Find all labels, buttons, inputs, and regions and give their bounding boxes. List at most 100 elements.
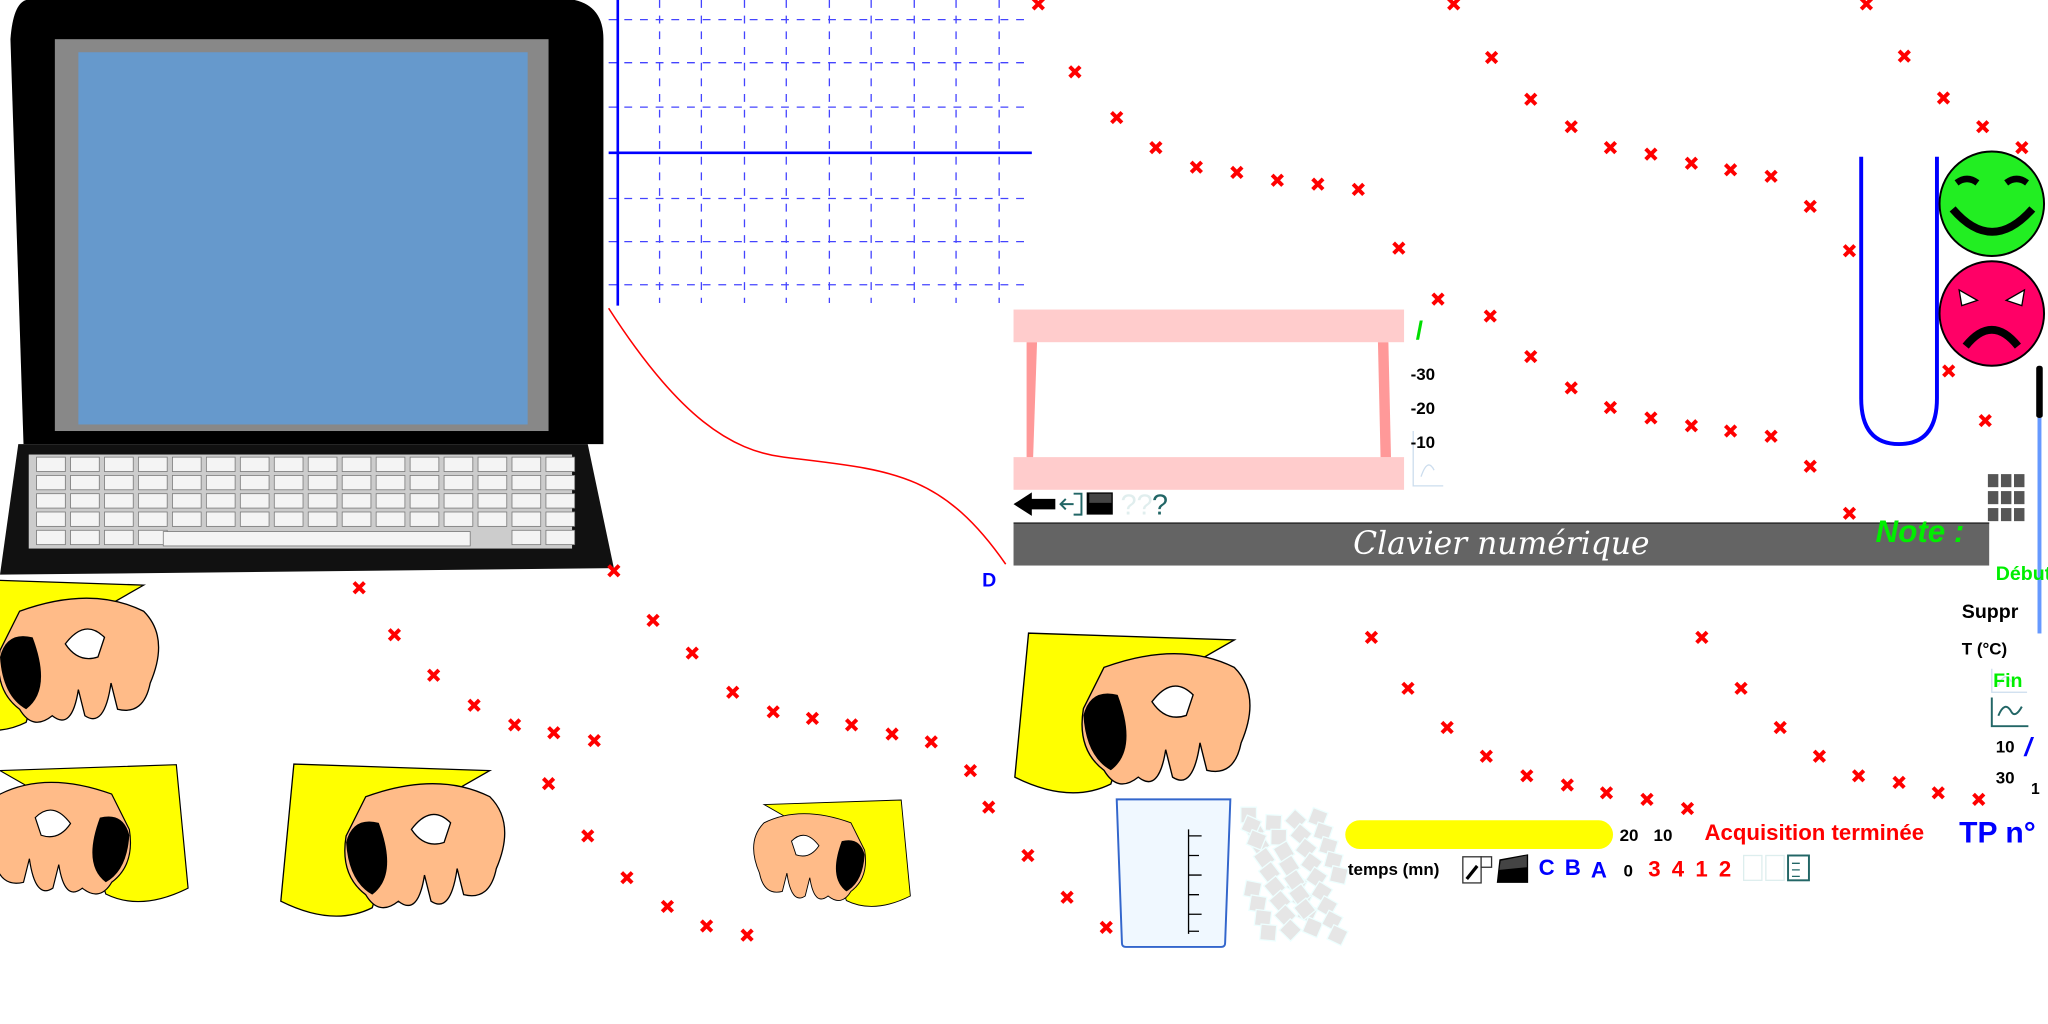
data-marker xyxy=(467,698,481,712)
hand xyxy=(0,764,189,903)
key xyxy=(273,475,304,491)
help-button[interactable]: ? xyxy=(1151,488,1168,522)
key xyxy=(205,511,236,527)
key xyxy=(375,493,406,509)
key xyxy=(409,456,440,472)
hand xyxy=(0,579,160,731)
data-marker xyxy=(352,581,366,595)
numeric-keyboard-bar[interactable]: Clavier numérique xyxy=(1013,522,1990,566)
sugar-cube xyxy=(1326,923,1349,947)
data-marker xyxy=(885,727,899,741)
data-marker xyxy=(1603,400,1618,415)
key xyxy=(511,493,542,509)
data-marker xyxy=(1680,801,1695,816)
key xyxy=(70,456,100,472)
key xyxy=(172,456,202,472)
graph-icon[interactable] xyxy=(1990,697,2029,728)
data-marker xyxy=(1431,292,1445,306)
sugar-cube xyxy=(1264,813,1283,832)
data-marker xyxy=(1773,720,1787,735)
number-2-button[interactable]: 2 xyxy=(1718,856,1732,882)
debut-button[interactable]: Début xyxy=(1995,562,2048,586)
data-marker xyxy=(740,928,754,942)
data-marker xyxy=(685,646,699,660)
data-marker xyxy=(1734,681,1748,695)
key xyxy=(477,475,508,491)
sugar-cube xyxy=(1323,850,1344,872)
number-3-button[interactable]: 3 xyxy=(1648,856,1661,882)
fin-button[interactable]: Fin xyxy=(1993,670,2023,693)
data-marker xyxy=(1110,110,1124,125)
key xyxy=(205,456,236,472)
sugar-cube xyxy=(1306,806,1329,829)
back-arrow-icon[interactable] xyxy=(1013,492,1056,516)
key xyxy=(239,493,270,509)
letter-c-button[interactable]: C xyxy=(1538,855,1555,881)
key xyxy=(138,511,168,527)
eraser-button-icon[interactable] xyxy=(1496,854,1529,883)
value-30: 30 xyxy=(1995,767,2015,788)
key xyxy=(443,475,474,491)
data-marker xyxy=(1520,769,1534,783)
key xyxy=(409,475,440,491)
scale-label: -20 xyxy=(1410,398,1436,418)
time-label: temps (mn) xyxy=(1347,859,1440,880)
data-marker xyxy=(1764,429,1778,443)
data-marker xyxy=(1564,381,1578,395)
hands-illustration xyxy=(0,579,1251,917)
number-4-button[interactable]: 4 xyxy=(1671,856,1685,882)
sugar-cube xyxy=(1317,835,1339,857)
data-marker xyxy=(1842,506,1857,520)
key xyxy=(545,529,576,546)
letter-b-button[interactable]: B xyxy=(1564,855,1581,881)
pencil-dropdown-icon[interactable] xyxy=(1462,856,1493,884)
happy-face-icon[interactable] xyxy=(1938,150,2046,257)
sugar-cube xyxy=(1278,917,1303,942)
key xyxy=(205,475,236,491)
data-marker xyxy=(1401,681,1415,695)
pink-frame xyxy=(1013,309,1405,490)
data-marker xyxy=(646,613,660,628)
help-faded[interactable]: ?? xyxy=(1120,488,1153,522)
zero-button[interactable]: 0 xyxy=(1623,860,1633,881)
key xyxy=(104,511,134,527)
data-marker xyxy=(924,735,938,749)
spacebar xyxy=(162,531,471,547)
eraser-icon[interactable] xyxy=(1086,492,1113,515)
key xyxy=(205,493,236,509)
exit-icon[interactable] xyxy=(1059,492,1083,516)
data-marker xyxy=(541,777,556,791)
key xyxy=(511,456,542,472)
key xyxy=(341,511,372,527)
key xyxy=(138,456,168,472)
key xyxy=(273,511,304,527)
faded-graph-icon[interactable] xyxy=(1412,431,2028,693)
angry-face-icon[interactable] xyxy=(1938,260,2046,367)
key xyxy=(307,475,338,491)
value-1: 1 xyxy=(2030,779,2040,799)
data-marker xyxy=(1764,169,1778,183)
key xyxy=(375,511,406,527)
checklist-icons[interactable] xyxy=(1742,854,1810,882)
number-1-button[interactable]: 1 xyxy=(1695,856,1708,882)
data-marker xyxy=(1099,920,1113,934)
suppr-button[interactable]: Suppr xyxy=(1961,600,2019,624)
key xyxy=(70,529,100,546)
sugar-cube xyxy=(1240,814,1263,837)
key xyxy=(239,475,270,491)
key xyxy=(36,456,66,472)
letter-a-button[interactable]: A xyxy=(1590,858,1607,883)
data-marker xyxy=(1723,424,1738,438)
key xyxy=(104,456,134,472)
key xyxy=(70,511,100,527)
data-marker xyxy=(1364,630,1379,644)
key xyxy=(36,511,66,527)
keypad-icon[interactable] xyxy=(1987,474,2025,522)
laptop-screen xyxy=(78,52,528,425)
data-marker xyxy=(1897,49,1911,63)
sugar-cube xyxy=(1328,864,1349,886)
key xyxy=(409,511,440,527)
data-marker xyxy=(1189,160,1203,174)
data-marker xyxy=(581,829,595,843)
data-marker xyxy=(699,919,714,933)
